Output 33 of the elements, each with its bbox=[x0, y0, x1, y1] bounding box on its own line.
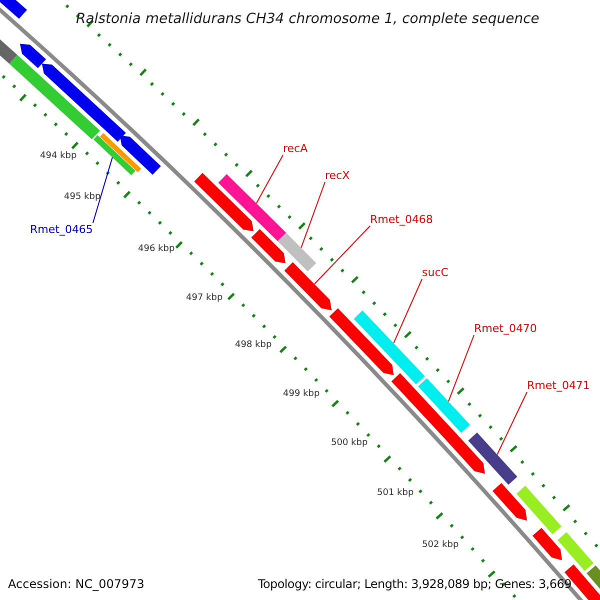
leader-line bbox=[496, 392, 528, 455]
scale-label: 497 kbp bbox=[186, 292, 223, 305]
map-info-text: Topology: circular; Length: 3,928,089 bp; Genes: 3,669 bbox=[258, 576, 572, 593]
gene-feature bbox=[218, 174, 286, 242]
leader-line bbox=[314, 226, 370, 284]
leader-line bbox=[393, 278, 422, 344]
scale-label: 499 kbp bbox=[283, 388, 320, 401]
gene-feature bbox=[418, 378, 470, 433]
gene-label: recA bbox=[283, 142, 308, 155]
scale-label: 496 kbp bbox=[138, 243, 175, 256]
gene-label: Rmet_0468 bbox=[370, 213, 433, 226]
scale-label: 498 kbp bbox=[235, 339, 272, 352]
leader-line bbox=[448, 334, 474, 402]
gene-label: Rmet_0471 bbox=[527, 379, 590, 392]
leader-line bbox=[92, 156, 113, 224]
gene-feature bbox=[468, 432, 518, 485]
gene-feature bbox=[354, 310, 425, 384]
scale-label: 494 kbp bbox=[40, 150, 77, 163]
gene-label: recX bbox=[325, 169, 350, 182]
scale-label: 495 kbp bbox=[64, 191, 101, 204]
leader-line bbox=[300, 182, 326, 248]
gene-feature bbox=[278, 232, 316, 272]
scale-label: 500 kbp bbox=[331, 437, 368, 450]
gene-label: Rmet_0470 bbox=[474, 322, 537, 335]
title: Ralstonia metallidurans CH34 chromosome 1, complete sequence bbox=[76, 10, 540, 29]
gene-label: Rmet_0465 bbox=[30, 223, 93, 236]
gene-feature bbox=[284, 262, 332, 310]
leader-line bbox=[256, 154, 284, 204]
gene-label: sucC bbox=[422, 266, 448, 279]
scale-label: 501 kbp bbox=[377, 487, 414, 500]
gene-feature bbox=[94, 135, 136, 176]
map-info-text: Accession: NC_007973 bbox=[8, 576, 144, 593]
scale-label: 502 kbp bbox=[422, 539, 459, 552]
